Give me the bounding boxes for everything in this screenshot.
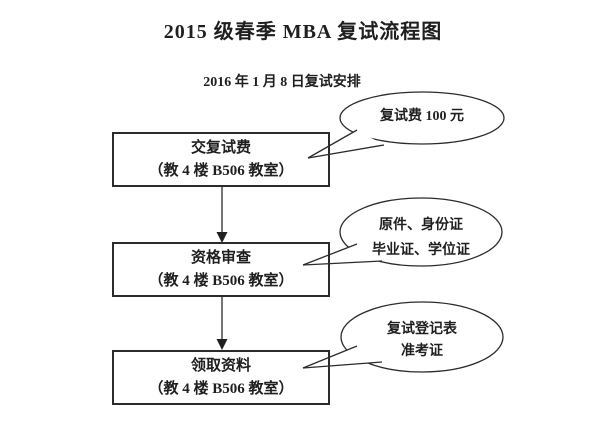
callout-bubble-3 [302,301,504,373]
flow-box-qualification-check: 资格审查 （教 4 楼 B506 教室） [112,242,330,297]
callout-bubble-2 [302,197,503,267]
callout-text-2: 原件、身份证 毕业证、学位证 [340,213,502,263]
step-label: 领取资料 [190,357,251,374]
step-location: （教 4 楼 B506 教室） [148,380,294,397]
step-location: （教 4 楼 B506 教室） [148,272,294,289]
callout-tail-fill [303,346,382,368]
arrow-step1-to-step2 [216,187,228,243]
callout-line: 准考证 [401,344,443,359]
step-location: （教 4 楼 B506 教室） [148,162,294,179]
step-label: 资格审查 [190,249,251,266]
callout-line: 毕业证、学位证 [372,243,470,258]
callout-line: 复试登记表 [387,322,457,337]
arrow-head-icon [216,339,228,350]
callout-tail-edge [302,361,383,369]
callout-text-3: 复试登记表 准考证 [341,319,503,363]
callout-ellipse [339,197,503,267]
page-title: 2015 级春季 MBA 复试流程图 [163,21,443,43]
callout-line: 复试费 100 元 [380,109,464,124]
callout-tail-edge [302,243,358,266]
callout-tail-edge [307,129,358,159]
callout-tail-fill [303,244,382,265]
callout-tail-fill [308,130,384,158]
flow-box-pay-fee: 交复试费 （教 4 楼 B506 教室） [112,132,330,187]
callout-ellipse [339,91,505,145]
callout-text-1: 复试费 100 元 [340,107,504,127]
flow-box-collect-materials: 领取资料 （教 4 楼 B506 教室） [112,350,330,405]
callout-line: 原件、身份证 [379,218,463,233]
page-subtitle: 2016 年 1 月 8 日复试安排 [203,75,361,90]
callout-ellipse [340,301,504,373]
callout-tail-edge [307,144,385,159]
callout-tail-edge [302,345,358,369]
callout-bubble-1 [307,91,505,159]
step-label: 交复试费 [190,139,251,156]
arrow-step2-to-step3 [216,295,228,350]
arrow-head-icon [216,232,228,243]
callout-tail-edge [302,260,383,266]
